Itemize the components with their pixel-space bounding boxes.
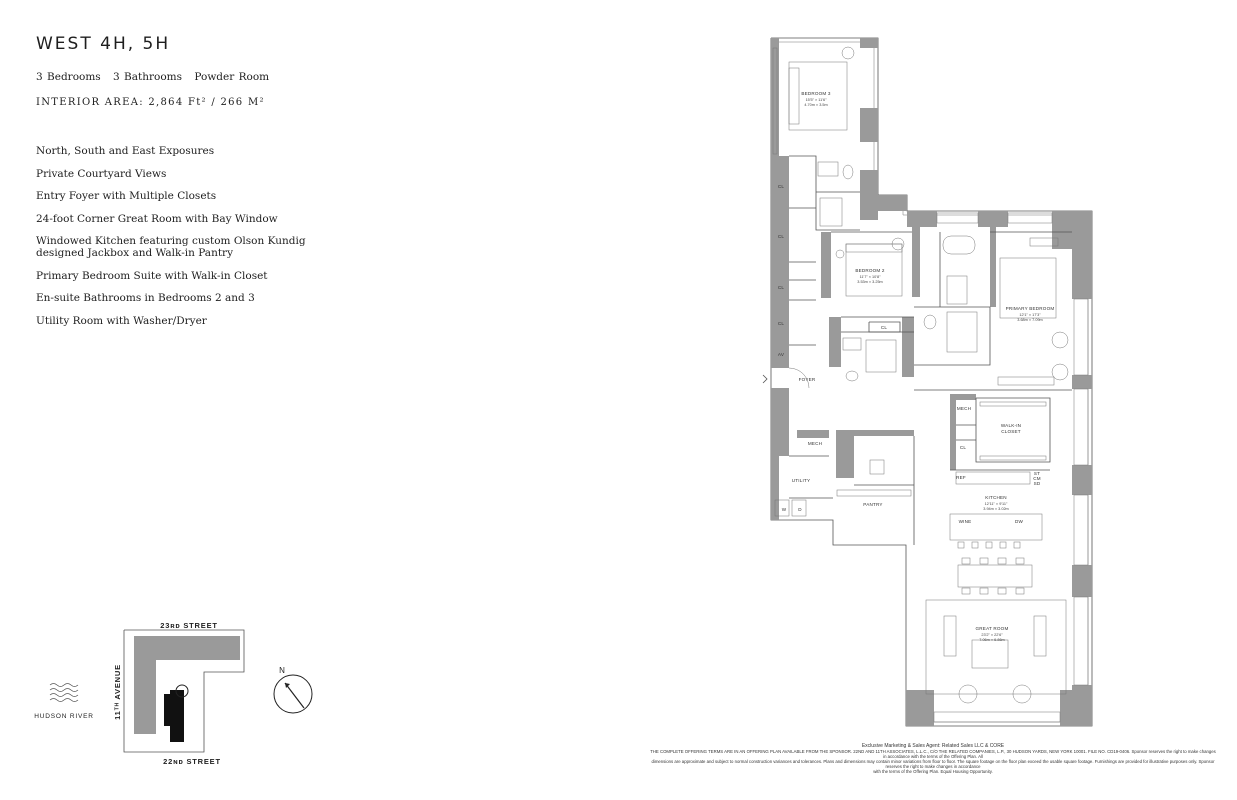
pantry-label: PANTRY <box>863 502 882 507</box>
interior-area: INTERIOR AREA: 2,864 Ft² / 266 M² <box>36 97 265 108</box>
room-labels: BEDROOM 3 15'5" × 11'6" 4.70m × 3.5m BED… <box>778 91 1055 642</box>
closet-tag: CL <box>960 445 967 450</box>
kitchen-dims-ft: 12'11" × 9'11" <box>985 502 1008 506</box>
mech-label: MECH <box>808 441 822 446</box>
fixtures <box>762 46 1089 723</box>
feature-item: North, South and East Exposures <box>36 145 215 157</box>
cm-tag: CM <box>1033 476 1041 481</box>
street-north-label: 23ʀᴅ STREET <box>160 621 218 630</box>
feature-item: En-suite Bathrooms in Bedrooms 2 and 3 <box>36 292 255 304</box>
legal-line: with the terms of the Offering Plan. Equ… <box>873 769 993 774</box>
bedroom2-dims-m: 3.53m × 3.25m <box>857 280 882 284</box>
hudson-river-label: HUDSON RIVER <box>34 713 93 720</box>
closet-tag: CL <box>881 325 888 330</box>
feature-item: Primary Bedroom Suite with Walk-in Close… <box>36 269 268 282</box>
kitchen-dims-m: 3.94m × 3.02m <box>983 507 1008 511</box>
av-tag: AV <box>778 352 785 357</box>
north-label: N <box>279 666 285 675</box>
avenue-label: 11ᵀᴴ AVENUE <box>113 664 122 720</box>
great-room-dims-ft: 23'2" × 22'6" <box>981 633 1003 637</box>
closet-tag: CL <box>778 285 785 290</box>
st-tag: ST <box>1034 471 1040 476</box>
feature-item: Windowed Kitchen featuring custom Olson … <box>36 235 306 259</box>
bedroom2-dims-ft: 11'7" × 10'8" <box>860 275 882 279</box>
legal-line: dimensions are approximate and subject t… <box>651 759 1215 769</box>
bedroom3-dims-m: 4.70m × 3.5m <box>804 103 827 107</box>
room-summary: 3 Bedrooms 3 Bathrooms Powder Room <box>36 71 277 83</box>
plan-outline <box>770 37 1093 727</box>
mech-label: MECH <box>957 406 971 411</box>
interior-partitions <box>789 155 1072 545</box>
bedrooms-count: 3 Bedrooms <box>36 71 101 83</box>
legal-line: THE COMPLETE OFFERING TERMS ARE IN AN OF… <box>650 749 1216 759</box>
feature-item: Utility Room with Washer/Dryer <box>36 314 207 327</box>
primary-dims-ft: 12'1" × 17'3" <box>1019 313 1041 317</box>
legal-disclaimer: Exclusive Marketing & Sales Agent: Relat… <box>648 743 1218 775</box>
closet-tag: CL <box>778 184 785 189</box>
hudson-river-icon <box>49 683 79 702</box>
bedroom3-label: BEDROOM 3 <box>801 91 831 96</box>
unit-title: WEST 4H, 5H <box>36 34 171 54</box>
walkin-label: WALK-IN <box>1001 423 1021 428</box>
feature-item: Entry Foyer with Multiple Closets <box>36 190 217 202</box>
foyer-label: FOYER <box>799 377 816 382</box>
washer-tag: W <box>782 507 787 512</box>
kitchen-label: KITCHEN <box>985 495 1007 500</box>
primary-bedroom-label: PRIMARY BEDROOM <box>1006 306 1055 311</box>
feature-item: Private Courtyard Views <box>36 167 167 180</box>
primary-dims-m: 3.68m × 7.09m <box>1017 318 1042 322</box>
utility-label: UTILITY <box>792 478 811 483</box>
bedroom2-label: BEDROOM 2 <box>855 268 885 273</box>
bathrooms-count: 3 Bathrooms <box>113 71 183 83</box>
wine-tag: WINE <box>959 519 972 524</box>
closet-tag: CL <box>778 321 785 326</box>
north-compass-icon <box>273 674 313 714</box>
closet-label: CLOSET <box>1001 429 1021 434</box>
feature-item: 24-foot Corner Great Room with Bay Windo… <box>36 212 278 225</box>
powder-room: Powder Room <box>194 71 270 83</box>
ref-tag: REF <box>956 475 966 480</box>
key-plan: 23ʀᴅ STREET 22ɴᴅ STREET 11ᵀᴴ AVENUE <box>113 621 245 766</box>
sd-tag: SD <box>1034 481 1041 486</box>
dryer-tag: D <box>798 507 802 512</box>
street-south-label: 22ɴᴅ STREET <box>163 757 221 766</box>
legal-line: Exclusive Marketing & Sales Agent: Relat… <box>861 743 1005 749</box>
great-room-dims-m: 7.06m × 6.86m <box>979 638 1004 642</box>
exterior-walls <box>771 38 1092 726</box>
closet-tag: CL <box>778 234 785 239</box>
feature-list: North, South and East Exposures Private … <box>36 145 306 337</box>
great-room-label: GREAT ROOM <box>976 626 1009 631</box>
dishwasher-tag: DW <box>1015 519 1024 524</box>
bedroom3-dims-ft: 15'5" × 11'6" <box>806 98 828 102</box>
